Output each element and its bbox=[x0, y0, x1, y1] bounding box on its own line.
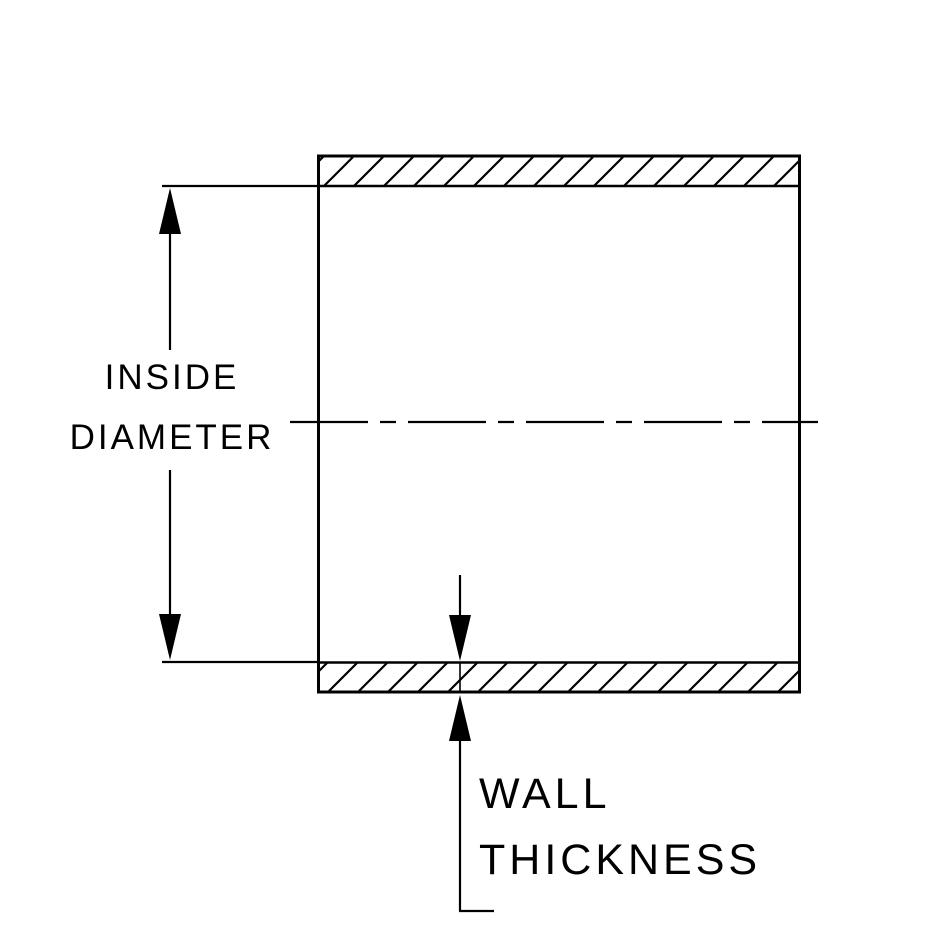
wall-thickness-label-line2: THICKNESS bbox=[479, 836, 762, 884]
wall-arrowhead-up-icon bbox=[449, 695, 471, 741]
inside-diameter-label-line1: INSIDE bbox=[104, 358, 240, 397]
top-wall-hatching bbox=[320, 157, 798, 185]
tube-body-outline bbox=[317, 154, 801, 694]
wall-thickness-dimension bbox=[449, 575, 494, 913]
inside-diameter-dimension bbox=[159, 184, 318, 664]
arrowhead-up-icon bbox=[159, 188, 181, 234]
inside-diameter-label-line2: DIAMETER bbox=[69, 418, 275, 457]
arrowhead-down-icon bbox=[159, 614, 181, 660]
wall-arrowhead-down-icon bbox=[449, 615, 471, 661]
bottom-wall-hatching bbox=[320, 663, 798, 691]
wall-thickness-label-line1: WALL bbox=[479, 770, 611, 818]
